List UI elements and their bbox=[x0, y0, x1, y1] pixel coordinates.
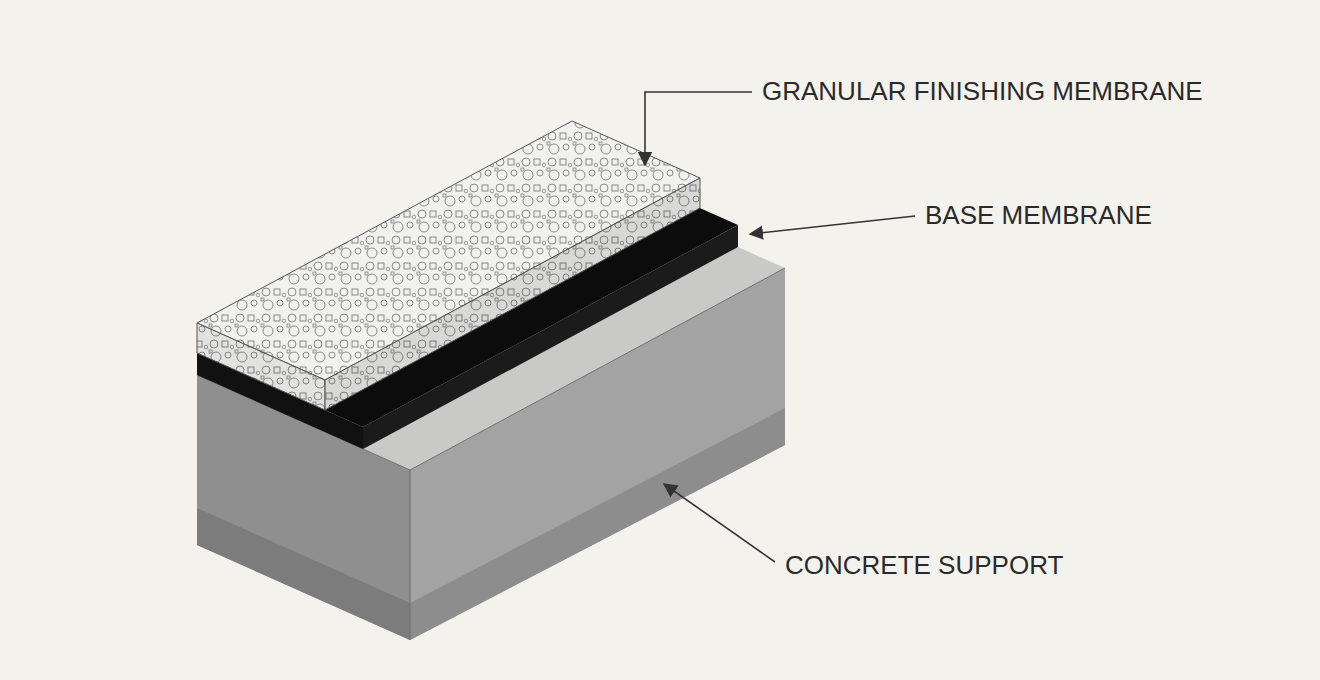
leader-line bbox=[645, 92, 752, 165]
concrete-band bbox=[410, 408, 785, 640]
callout-label: GRANULAR FINISHING MEMBRANE bbox=[762, 76, 1203, 107]
concrete-band bbox=[197, 508, 410, 640]
granular-end-face bbox=[197, 323, 325, 410]
granular-membrane bbox=[197, 121, 700, 410]
callout-label: CONCRETE SUPPORT bbox=[785, 550, 1063, 581]
leader-line bbox=[664, 484, 775, 562]
callout-label: BASE MEMBRANE bbox=[925, 200, 1152, 231]
leader-line bbox=[750, 216, 915, 234]
granular-side-face bbox=[325, 178, 700, 410]
